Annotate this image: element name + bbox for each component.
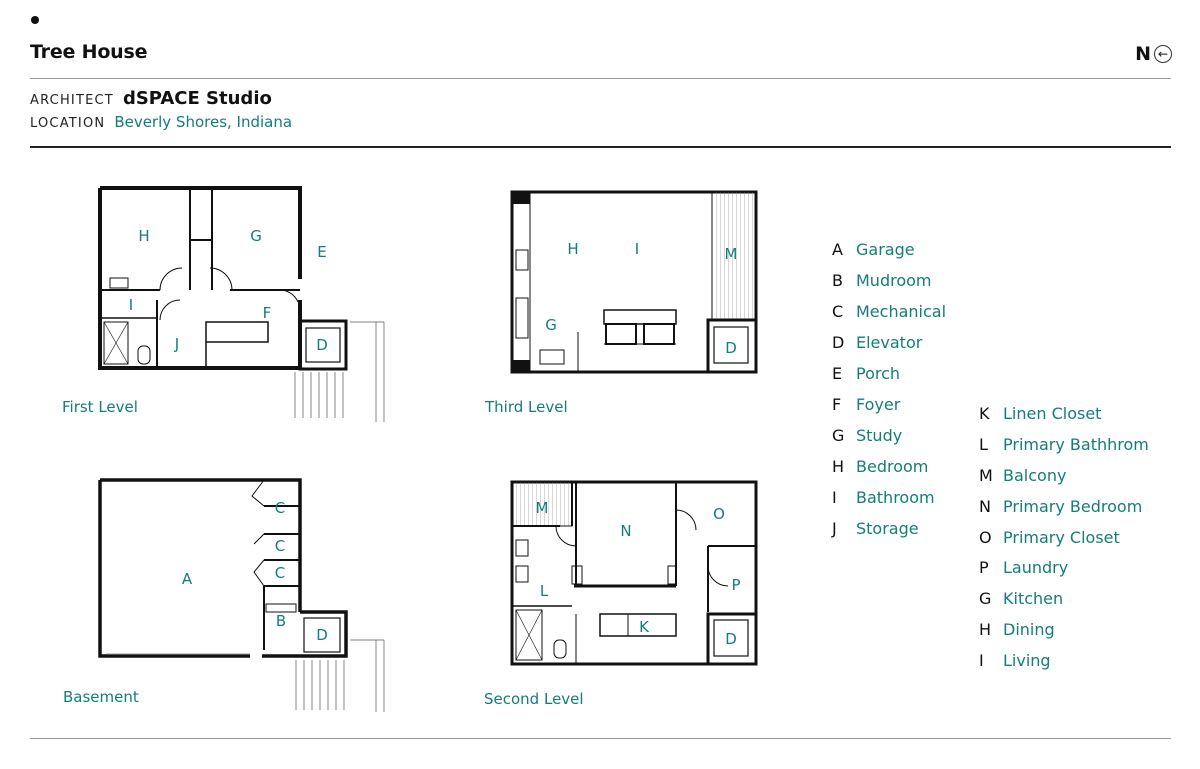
basement-room-c3: C <box>275 564 285 582</box>
header-divider <box>30 78 1171 79</box>
location-row: LOCATION Beverly Shores, Indiana <box>30 113 292 131</box>
basement-plan <box>98 478 385 712</box>
basement-room-c2: C <box>275 537 285 555</box>
basement-room-d: D <box>316 626 328 644</box>
third-room-h: H <box>567 240 578 258</box>
first-level-label: First Level <box>62 398 138 416</box>
first-room-d: D <box>316 336 328 354</box>
second-room-p: P <box>731 576 740 594</box>
second-room-o: O <box>713 505 725 523</box>
location-key: LOCATION <box>30 116 106 131</box>
second-room-k: K <box>639 618 650 636</box>
architect-key: ARCHITECT <box>30 93 114 108</box>
first-room-g: G <box>250 227 262 245</box>
north-letter: N <box>1135 43 1151 65</box>
north-indicator: N ← <box>1135 43 1172 65</box>
meta-divider <box>30 146 1171 148</box>
third-level-label: Third Level <box>485 398 568 416</box>
basement-room-c1: C <box>275 499 285 517</box>
second-level-label: Second Level <box>484 690 584 708</box>
third-room-g: G <box>545 316 557 334</box>
third-level-plan <box>510 190 758 374</box>
second-room-n: N <box>620 522 631 540</box>
first-level-plan <box>98 186 385 422</box>
third-room-d: D <box>725 339 737 357</box>
basement-room-a: A <box>182 570 193 588</box>
architect-value: dSPACE Studio <box>122 88 272 109</box>
basement-label: Basement <box>63 688 139 706</box>
basement-room-b: B <box>276 612 286 630</box>
second-room-m: M <box>536 499 549 517</box>
page-title: Tree House <box>30 41 148 63</box>
second-room-l: L <box>540 582 549 600</box>
first-room-e: E <box>317 243 326 261</box>
compass-arrow-icon: ← <box>1154 45 1172 63</box>
bullet-dot <box>31 16 39 24</box>
first-room-h: H <box>138 227 149 245</box>
third-room-i: I <box>635 240 639 258</box>
footer-divider <box>30 738 1171 739</box>
first-room-i: I <box>129 296 133 314</box>
location-value: Beverly Shores, Indiana <box>114 113 293 131</box>
architect-row: ARCHITECT dSPACE Studio <box>30 88 272 109</box>
first-room-j: J <box>174 335 179 353</box>
first-room-f: F <box>263 304 272 322</box>
third-room-m: M <box>725 245 738 263</box>
second-room-d: D <box>725 630 737 648</box>
second-level-plan <box>510 480 758 666</box>
